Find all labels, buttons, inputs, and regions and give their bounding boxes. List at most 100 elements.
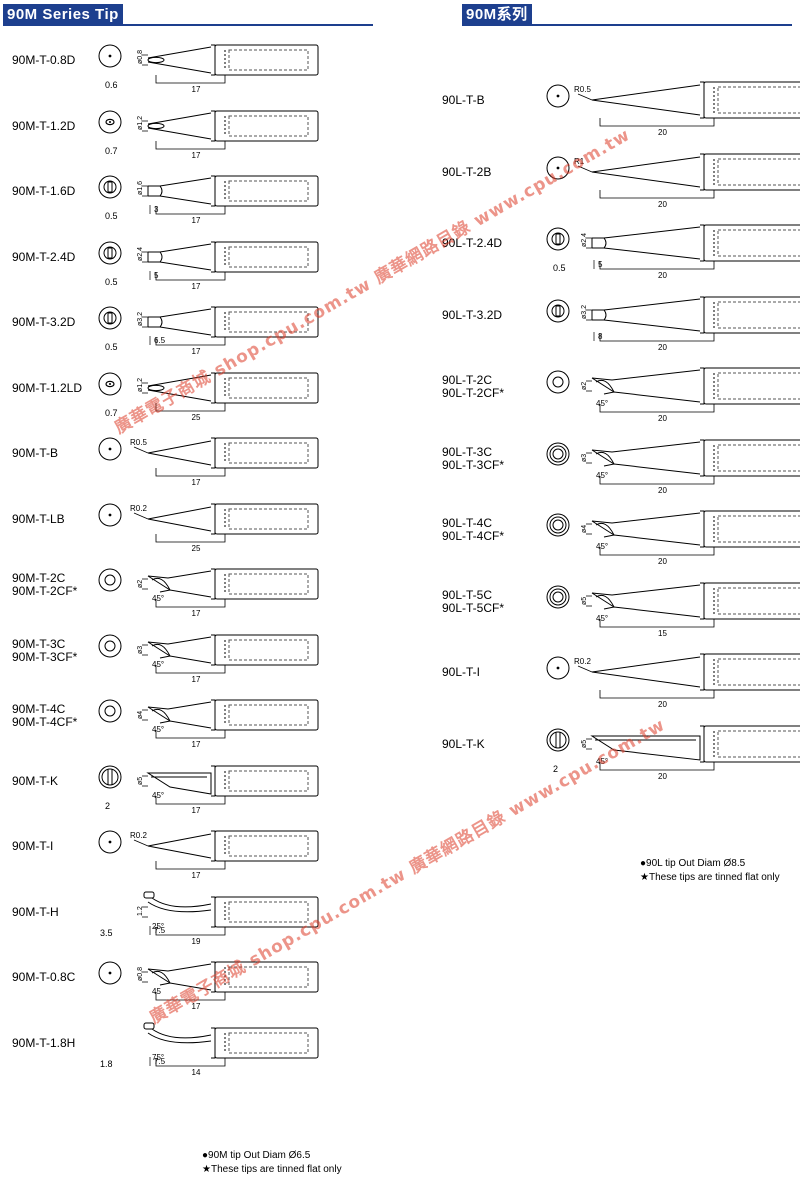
tip-model: 90L-T-I bbox=[442, 665, 481, 679]
length-label: 17 bbox=[192, 871, 201, 880]
tip-face-drawing bbox=[546, 370, 570, 394]
length-label: 17 bbox=[192, 740, 201, 749]
tip-model-flat: 90L-T-2CF* bbox=[442, 386, 505, 400]
tip-model-flat: 90M-T-3CF* bbox=[12, 649, 78, 664]
tip-face-drawing bbox=[98, 830, 122, 854]
angle-label: 45° bbox=[152, 791, 164, 800]
length-label: 20 bbox=[658, 200, 667, 209]
tip-face-icon bbox=[546, 513, 570, 537]
diameter-label: ø2 bbox=[581, 382, 588, 390]
length-label: 20 bbox=[658, 486, 667, 495]
radius-label: R0.5 bbox=[574, 85, 591, 94]
tip-face-drawing bbox=[98, 699, 122, 723]
tip-model-label: 90M-T-1.8H bbox=[12, 1035, 76, 1050]
tip-face-icon bbox=[546, 585, 570, 608]
tip-model-label: 90L-T-2B bbox=[442, 165, 491, 179]
left-title: 90M Series Tip bbox=[3, 4, 123, 26]
length-dimension bbox=[155, 271, 226, 280]
tip-face-drawing bbox=[546, 513, 570, 537]
tip-model-label: 90M-T-1.6D bbox=[12, 185, 75, 198]
length-dimension bbox=[155, 926, 226, 935]
length-label: 20 bbox=[658, 557, 667, 566]
diameter-label: ø0.8 bbox=[137, 50, 144, 64]
right-notes: ●90L tip Out Diam Ø8.5 ★These tips are t… bbox=[640, 857, 780, 885]
length-dimension bbox=[155, 599, 226, 608]
tip-model: 90M-T-4C bbox=[12, 702, 66, 716]
length-dimension bbox=[155, 140, 226, 149]
tip-face-drawing bbox=[98, 503, 122, 526]
face-size-label: 0.6 bbox=[105, 80, 118, 90]
diameter-label: ø2 bbox=[137, 580, 144, 588]
tip-model-label: 90M-T-B bbox=[12, 447, 58, 460]
tip-face-icon bbox=[98, 437, 122, 461]
tip-face-drawing: 2 bbox=[98, 765, 122, 811]
tip-side-drawing: ø0.817 bbox=[137, 44, 319, 94]
right-note-tinned: ★These tips are tinned flat only bbox=[640, 872, 780, 883]
tip-side-svg: 147.575° bbox=[143, 1022, 319, 1077]
diameter-label: ø5 bbox=[581, 596, 588, 604]
tip-model: 90M-T-1.8H bbox=[12, 1035, 76, 1050]
diameter-label: ø4 bbox=[137, 711, 144, 719]
tip-face-icon bbox=[546, 299, 570, 322]
length-dimension bbox=[599, 118, 715, 127]
length-label: 17 bbox=[192, 282, 201, 291]
length-label: 15 bbox=[658, 629, 667, 638]
length-label: 17 bbox=[192, 675, 201, 684]
tip-model: 90M-T-1.2D bbox=[12, 118, 76, 133]
sub-length-label: 5 bbox=[154, 271, 159, 280]
radius-label: R0.2 bbox=[574, 657, 591, 666]
length-dimension bbox=[599, 332, 715, 341]
tip-face-drawing: 0.7 bbox=[98, 372, 122, 418]
length-dimension bbox=[155, 75, 226, 84]
sub-length-label: 7.5 bbox=[154, 926, 166, 935]
length-dimension bbox=[155, 206, 226, 215]
tip-face-drawing bbox=[98, 568, 122, 592]
tip-model: 90M-T-3C bbox=[12, 636, 66, 651]
tip-model-label: 90L-T-3.2D bbox=[442, 308, 502, 322]
length-dimension bbox=[155, 533, 226, 542]
right-title: 90M系列 bbox=[462, 4, 532, 26]
length-dimension bbox=[155, 402, 226, 411]
tip-face-icon bbox=[98, 44, 122, 68]
tip-model-label: 90M-T-LB bbox=[12, 512, 65, 526]
right-note-diameter: ●90L tip Out Diam Ø8.5 bbox=[640, 858, 746, 869]
length-dimension bbox=[155, 1057, 226, 1066]
tip-face-drawing bbox=[98, 437, 122, 461]
tip-face-drawing: 0.5 bbox=[546, 227, 570, 273]
length-dimension bbox=[599, 404, 715, 413]
length-label: 19 bbox=[192, 937, 201, 946]
radius-label: R0.5 bbox=[130, 438, 147, 447]
tip-model: 90M-T-K bbox=[12, 773, 59, 788]
angle-label: 45° bbox=[596, 757, 608, 766]
tip-face-drawing bbox=[546, 156, 570, 179]
tip-model-label: 90L-T-I bbox=[442, 666, 480, 679]
face-size-label: 0.5 bbox=[105, 211, 118, 221]
diameter-label: ø5 bbox=[137, 776, 144, 784]
angle-label: 75° bbox=[152, 1053, 164, 1062]
radius-label: R0.2 bbox=[130, 504, 147, 513]
